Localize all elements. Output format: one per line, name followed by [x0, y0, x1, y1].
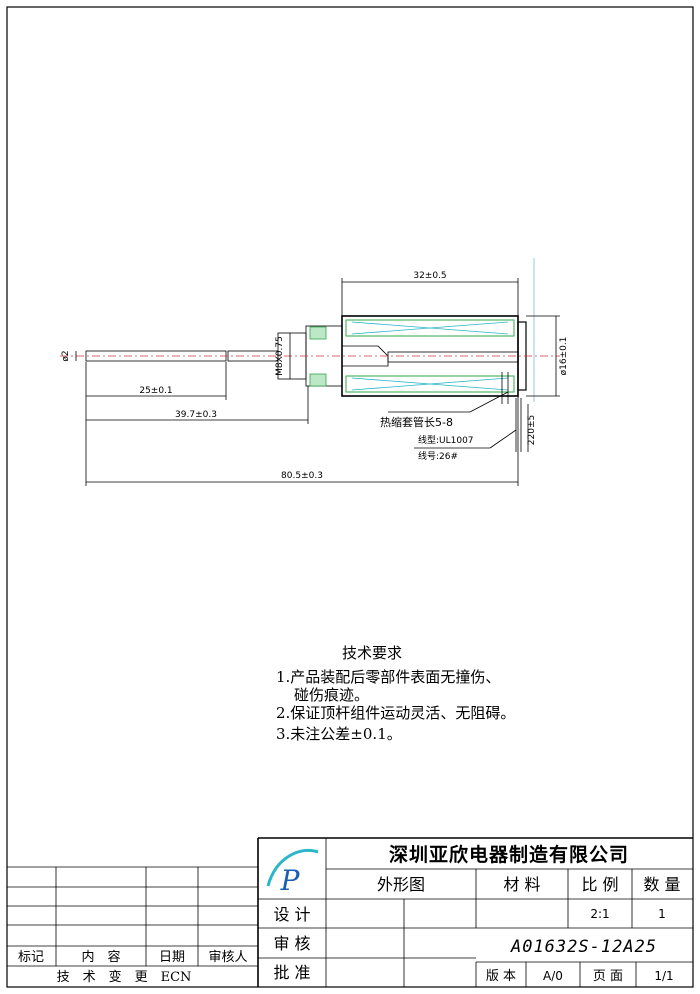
drawing-frame [6, 6, 694, 988]
page-value: 1/1 [654, 969, 673, 983]
dimension-lines [75, 278, 560, 486]
dim-pin-len-2: 39.7±0.3 [175, 410, 217, 420]
rev-col-date: 日期 [159, 950, 185, 965]
quantity-label: 数 量 [643, 875, 680, 894]
version-value: A/0 [543, 969, 563, 983]
plunger [387, 351, 519, 363]
dim-total-length: 80.5±0.3 [281, 471, 323, 481]
dim-pin-diameter: ø2 [61, 350, 71, 361]
winding-hatch [351, 321, 509, 391]
drawing-number: A01632S-12A25 [510, 937, 657, 957]
dim-pin-len-1: 25±0.1 [139, 386, 172, 396]
rev-col-reviewer: 审核人 [208, 950, 247, 965]
title-block [257, 837, 693, 987]
requirement-3: 3.未注公差±0.1。 [276, 725, 402, 743]
material-label: 材 料 [503, 875, 540, 894]
company-logo: P [266, 848, 319, 897]
approve-label: 批 准 [273, 963, 310, 982]
company-name: 深圳亚欣电器制造有限公司 [389, 843, 629, 866]
note-wire-type: 线型:UL1007 [418, 434, 474, 446]
logo-swoosh [266, 848, 319, 887]
note-sleeve: 热缩套管长5-8 [380, 415, 453, 429]
scale-value: 2:1 [590, 907, 609, 921]
dim-body-diameter: ø16±0.1 [559, 337, 569, 376]
quantity-value: 1 [658, 907, 666, 921]
page-label: 页 面 [593, 969, 623, 984]
version-label: 版 本 [486, 969, 516, 984]
dim-lead-length: 220±5 [527, 415, 537, 445]
winding-top [345, 319, 515, 337]
requirement-1: 1.产品装配后零部件表面无撞伤、 [276, 668, 500, 686]
technical-requirements: 技术要求 1.产品装配后零部件表面无撞伤、 碰伤痕迹。 2.保证顶杆组件运动灵活… [276, 644, 515, 743]
flange-hatch-top [309, 326, 327, 340]
design-label: 设 计 [273, 905, 310, 924]
scale-label: 比 例 [581, 875, 618, 894]
review-label: 审 核 [273, 934, 310, 953]
rev-col-content: 内 容 [81, 949, 120, 965]
requirement-2: 2.保证顶杆组件运动灵活、无阻碍。 [276, 704, 515, 722]
requirement-1-cont: 碰伤痕迹。 [294, 686, 369, 704]
winding-bottom [345, 375, 515, 393]
rev-col-mark: 标记 [18, 950, 44, 965]
flange-hatch-bottom [309, 373, 327, 387]
dim-body-length: 32±0.5 [413, 271, 446, 281]
part-view [60, 258, 560, 452]
revision-block: 标记 内 容 日期 审核人 技 术 变 更 ECN [7, 866, 258, 985]
note-wire-gauge: 线号:26# [418, 450, 458, 462]
requirements-heading: 技术要求 [342, 644, 402, 662]
part-name: 外形图 [377, 875, 425, 894]
rev-footer: 技 术 变 更 ECN [57, 969, 192, 985]
logo-letter: P [280, 864, 301, 897]
dim-thread: M8X0.75 [275, 336, 285, 376]
